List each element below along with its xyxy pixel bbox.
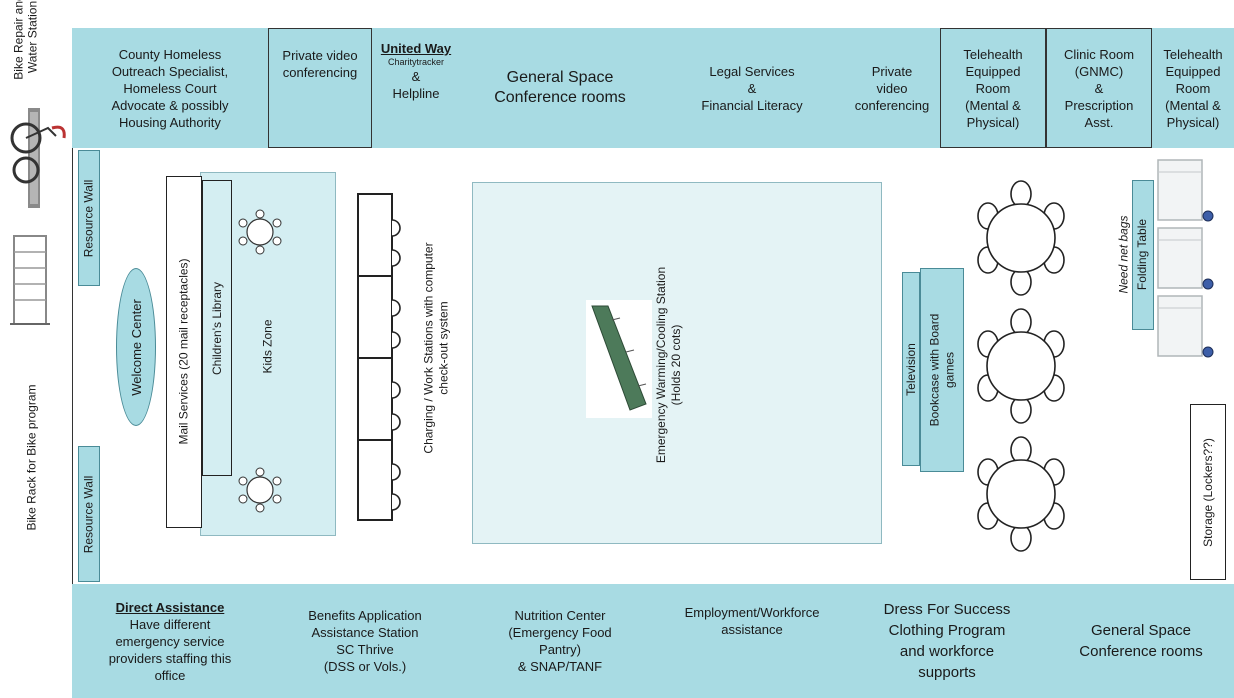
- room-direct-assistance: Direct Assistance Have different emergen…: [108, 599, 232, 683]
- television: [902, 272, 920, 466]
- room-employment: Employment/Workforce assistance: [684, 605, 820, 637]
- room-general-space-top: General Space Conference rooms: [494, 69, 626, 106]
- room-county-homeless: County Homeless Outreach Specialist, Hom…: [111, 46, 229, 130]
- washer-icon-1: [1157, 159, 1214, 222]
- main-hall: [72, 148, 1234, 584]
- storage: [1190, 404, 1226, 580]
- bookcase: [920, 268, 964, 472]
- bike-rack-icon: [10, 235, 50, 325]
- room-clinic: Clinic Room (GNMC) & Prescription Asst.: [1046, 28, 1152, 148]
- kids-table-top-icon: [238, 209, 282, 255]
- folding-table: [1132, 180, 1154, 330]
- welcome-center: [116, 268, 156, 426]
- round-table-2-icon: [977, 308, 1065, 424]
- storage-label: Storage (Lockers??): [1200, 437, 1215, 547]
- room-dress-for-success: Dress For Success Clothing Program and w…: [883, 601, 1011, 681]
- room-general-space-bottom: General Space Conference rooms: [1079, 622, 1203, 660]
- room-private-video-2: Private video conferencing: [854, 63, 930, 113]
- resource-wall-top-label: Resource Wall: [81, 179, 96, 257]
- emergency-station: [472, 182, 882, 544]
- workstations-icon: [357, 193, 401, 521]
- childrens-library-box: [202, 180, 232, 476]
- emergency-label: Emergency Warming/Cooling Station (Holds…: [654, 266, 683, 464]
- kids-table-bottom-icon: [238, 467, 282, 513]
- cot-icon: [586, 300, 652, 418]
- room-private-video-1: Private video conferencing: [268, 28, 372, 148]
- room-telehealth-2: Telehealth Equipped Room (Mental & Physi…: [1163, 46, 1223, 130]
- resource-wall-bottom-label: Resource Wall: [81, 475, 96, 553]
- room-telehealth-1: Telehealth Equipped Room (Mental & Physi…: [940, 28, 1046, 148]
- room-united-way: United Way Charitytracker & Helpline: [380, 41, 452, 101]
- room-legal-services: Legal Services & Financial Literacy: [701, 63, 803, 113]
- mail-services-box: [166, 176, 202, 528]
- resource-wall-top: [78, 150, 100, 286]
- bike-repair-label: Bike Repair and Water Station: [12, 0, 41, 80]
- round-table-1-icon: [977, 180, 1065, 296]
- washer-icon-2: [1157, 227, 1214, 290]
- bike-icon: [10, 108, 66, 208]
- washer-icon-3: [1157, 295, 1214, 358]
- room-benefits-application: Benefits Application Assistance Station …: [308, 608, 422, 674]
- resource-wall-bottom: [78, 446, 100, 582]
- top-rooms-band: [72, 28, 1234, 148]
- room-nutrition-center: Nutrition Center (Emergency Food Pantry)…: [508, 608, 612, 674]
- bottom-rooms-band: [72, 584, 1234, 698]
- round-table-3-icon: [977, 436, 1065, 552]
